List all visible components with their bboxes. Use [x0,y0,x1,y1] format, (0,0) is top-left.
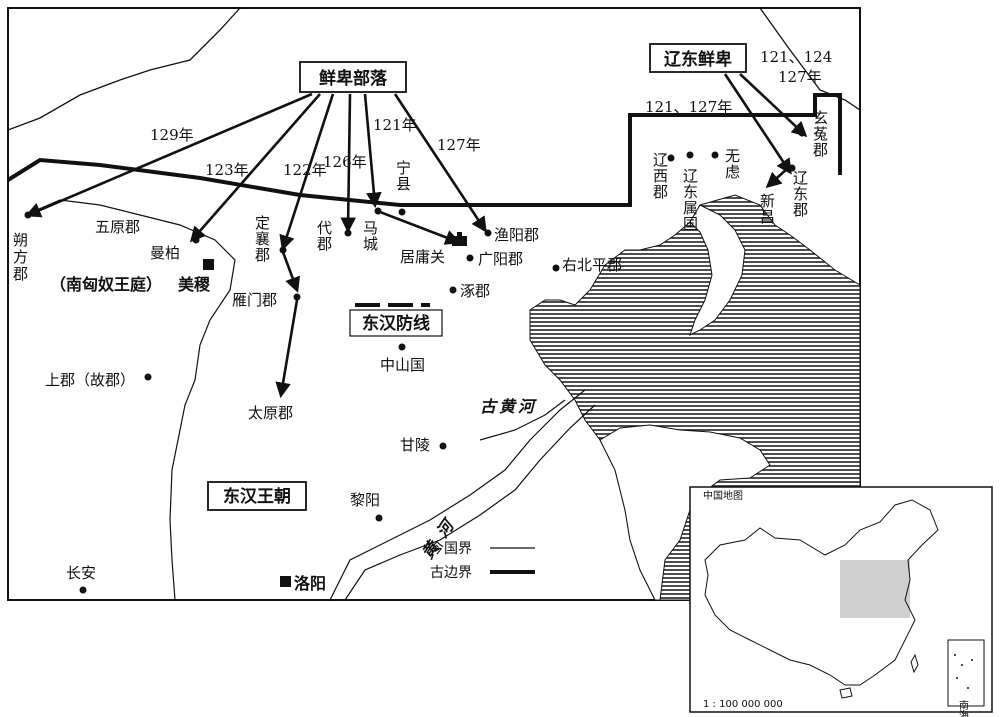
place-juyongguan: 居庸关 [400,248,445,266]
city-dots [24,129,806,594]
place-liaoxi: 辽西郡 [651,152,669,200]
place-zhuojun: 涿郡 [460,282,490,300]
place-south-xiongnu-court: （南匈奴王庭） [50,275,162,294]
modern-border-line-east [759,7,861,111]
year-121-127: 121、127年 [645,98,732,116]
eastern-han-box [207,481,307,511]
xianbei-tribes-box [299,61,407,93]
ancient-yellow-river [479,399,566,441]
liaodong-xianbei-box [649,43,747,73]
place-ganling: 甘陵 [400,436,430,454]
place-dingxiang: 定襄郡 [253,215,271,263]
place-liyang: 黎阳 [350,491,380,509]
inset-hainan [839,687,853,699]
year-127b: 127年 [778,68,822,86]
place-xuantu: 玄菟郡 [811,110,829,158]
place-ningxian: 宁县 [394,160,412,192]
inset-islands [954,654,973,689]
liaodong-peninsula [689,204,746,336]
place-liaodong: 辽东郡 [791,170,809,218]
place-guangyang: 广阳郡 [478,250,523,268]
place-manbai: 曼柏 [150,244,180,262]
inset-scale: 1 : 100 000 000 [703,699,783,710]
place-xinchang: 新昌 [758,193,776,225]
modern-border-line [7,7,241,131]
year-126: 126年 [323,153,367,171]
meiji-square [203,259,214,270]
inset-highlight-area [840,560,910,618]
place-youbeiping: 右北平郡 [562,256,622,274]
juyongguan-pass-icon [452,232,467,246]
ancient-yellow-river-label: 古黄河 [480,397,537,416]
yellow-river-south [344,404,596,601]
legend-modern-border-label: 今国界 [430,541,472,557]
luoyang-square [280,576,291,587]
legend-ancient-border-label: 古边界 [430,565,472,581]
place-zhongshan: 中山国 [380,356,425,374]
year-122: 122年 [283,161,327,179]
year-129: 129年 [150,126,194,144]
inset-china-map: 中国地图 南海诸岛 1 : 100 000 000 [689,486,993,717]
yellow-river-north [329,389,586,601]
year-127: 127年 [437,136,481,154]
place-wuyuan: 五原郡 [95,218,140,236]
xianbei-tribes-label: 鲜卑部落 [319,68,388,89]
inset-south-sea-label: 南海诸岛 [957,699,969,717]
place-taiyuan: 太原郡 [248,404,293,422]
place-yuyang: 渔阳郡 [494,226,539,244]
defense-line-box [349,309,443,337]
year-123: 123年 [205,161,249,179]
han-territory-boundary [24,199,236,601]
place-luoyang: 洛阳 [294,574,326,593]
place-shangjun: 上郡（故郡） [45,371,135,389]
year-121: 121年 [373,116,417,134]
place-macheng: 马城 [361,220,379,252]
place-wulu: 无虑 [723,148,741,180]
year-121-124: 121、124 [760,48,832,66]
inset-taiwan [910,653,919,674]
inset-china-outline [704,499,939,686]
place-dai: 代郡 [315,220,333,252]
defense-line-label: 东汉防线 [362,313,430,334]
liaodong-xianbei-label: 辽东鲜卑 [664,49,732,70]
invasion-arrows [25,73,808,399]
place-shuofang: 朔方郡 [11,232,29,283]
inset-south-sea-box [947,639,985,707]
place-liaodong-shuguo: 辽东属国 [681,168,699,232]
inset-title: 中国地图 [703,489,743,502]
place-yanmen: 雁门郡 [232,291,277,309]
place-meiji: 美稷 [178,275,211,294]
eastern-han-label: 东汉王朝 [223,486,291,507]
ancient-border-line [6,93,842,207]
place-changan: 长安 [66,564,96,582]
